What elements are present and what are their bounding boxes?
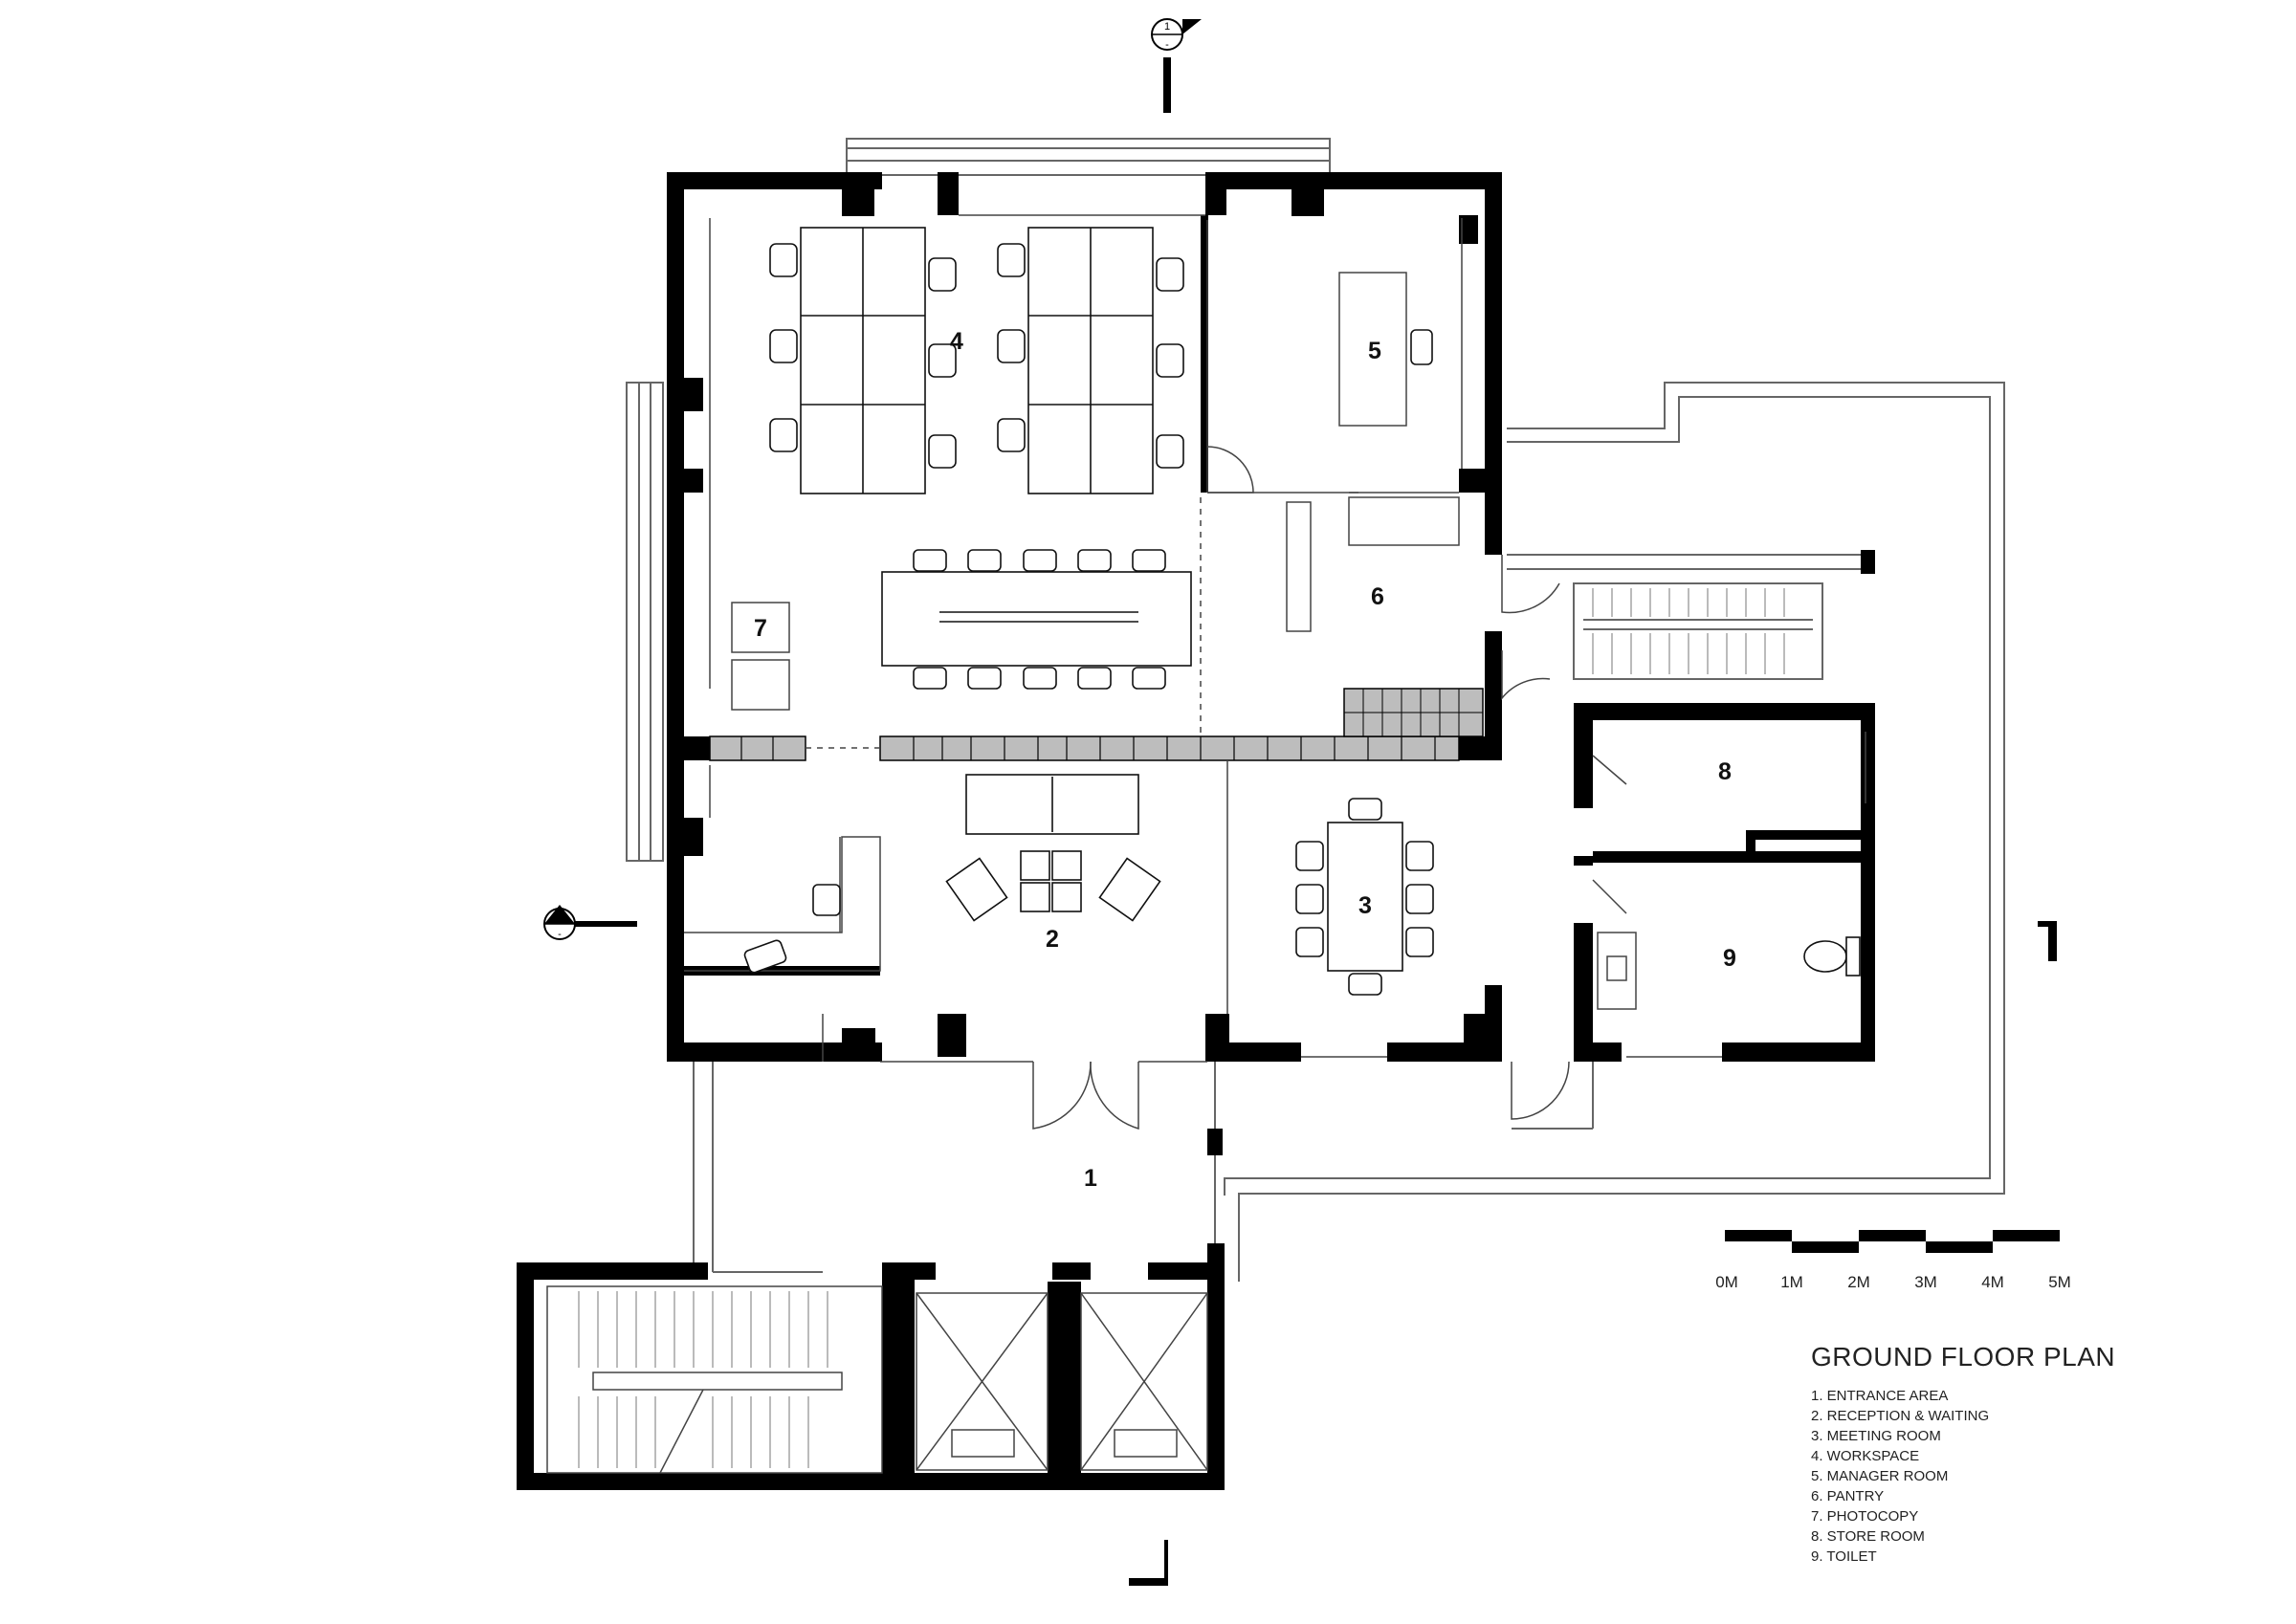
legend-item-meeting-room: 3. MEETING ROOM bbox=[1811, 1428, 1941, 1444]
room-number-2: 2 bbox=[1046, 926, 1059, 953]
section-marker-left: 2 - bbox=[543, 905, 576, 940]
room-number-3: 3 bbox=[1358, 892, 1372, 919]
section-marker-top: 1 - bbox=[1151, 18, 1202, 51]
plan-title: GROUND FLOOR PLAN bbox=[1811, 1342, 2116, 1372]
legend-item-reception: 2. RECEPTION & WAITING bbox=[1811, 1408, 1990, 1424]
room-number-1: 1 bbox=[1084, 1165, 1097, 1192]
room-labels: 1 2 3 4 5 6 7 8 9 bbox=[754, 328, 1736, 1192]
room-number-8: 8 bbox=[1718, 758, 1732, 785]
furniture bbox=[743, 227, 1861, 996]
pantry-counter bbox=[709, 688, 1484, 761]
interior-lines bbox=[546, 214, 1866, 1474]
legend-item-pantry: 6. PANTRY bbox=[1811, 1488, 1885, 1504]
room-number-5: 5 bbox=[1368, 338, 1381, 364]
scale-label-3: 3M bbox=[1914, 1273, 1937, 1291]
room-number-9: 9 bbox=[1723, 945, 1736, 972]
title-block: GROUND FLOOR PLAN 1. ENTRANCE AREA 2. RE… bbox=[1811, 1342, 2194, 1567]
room-number-4: 4 bbox=[950, 328, 963, 355]
room-number-6: 6 bbox=[1371, 583, 1384, 610]
site-outlines bbox=[626, 138, 2005, 1282]
legend-item-photocopy: 7. PHOTOCOPY bbox=[1811, 1508, 1919, 1525]
doors bbox=[822, 446, 1627, 1130]
scale-label-0: 0M bbox=[1715, 1273, 1738, 1291]
scale-label-4: 4M bbox=[1981, 1273, 2004, 1291]
legend-item-workspace: 4. WORKSPACE bbox=[1811, 1448, 1920, 1464]
scale-label-5: 5M bbox=[2048, 1273, 2071, 1291]
section-top-number: 1 bbox=[1164, 21, 1170, 33]
legend-item-toilet: 9. TOILET bbox=[1811, 1548, 1877, 1565]
section-left-sheet: - bbox=[558, 929, 562, 940]
scale-label-2: 2M bbox=[1847, 1273, 1870, 1291]
section-left-number: 2 bbox=[557, 911, 563, 922]
section-top-sheet: - bbox=[1165, 39, 1169, 51]
stair-treads bbox=[578, 588, 1785, 1468]
room-legend: 1. ENTRANCE AREA 2. RECEPTION & WAITING … bbox=[1811, 1386, 2194, 1567]
legend-item-manager-room: 5. MANAGER ROOM bbox=[1811, 1468, 1949, 1484]
scale-bar: 0M 1M 2M 3M 4M 5M bbox=[1715, 1230, 2071, 1291]
room-number-7: 7 bbox=[754, 615, 767, 642]
legend-item-store-room: 8. STORE ROOM bbox=[1811, 1528, 1925, 1545]
scale-label-1: 1M bbox=[1780, 1273, 1803, 1291]
legend-item-entrance: 1. ENTRANCE AREA bbox=[1811, 1388, 1949, 1404]
